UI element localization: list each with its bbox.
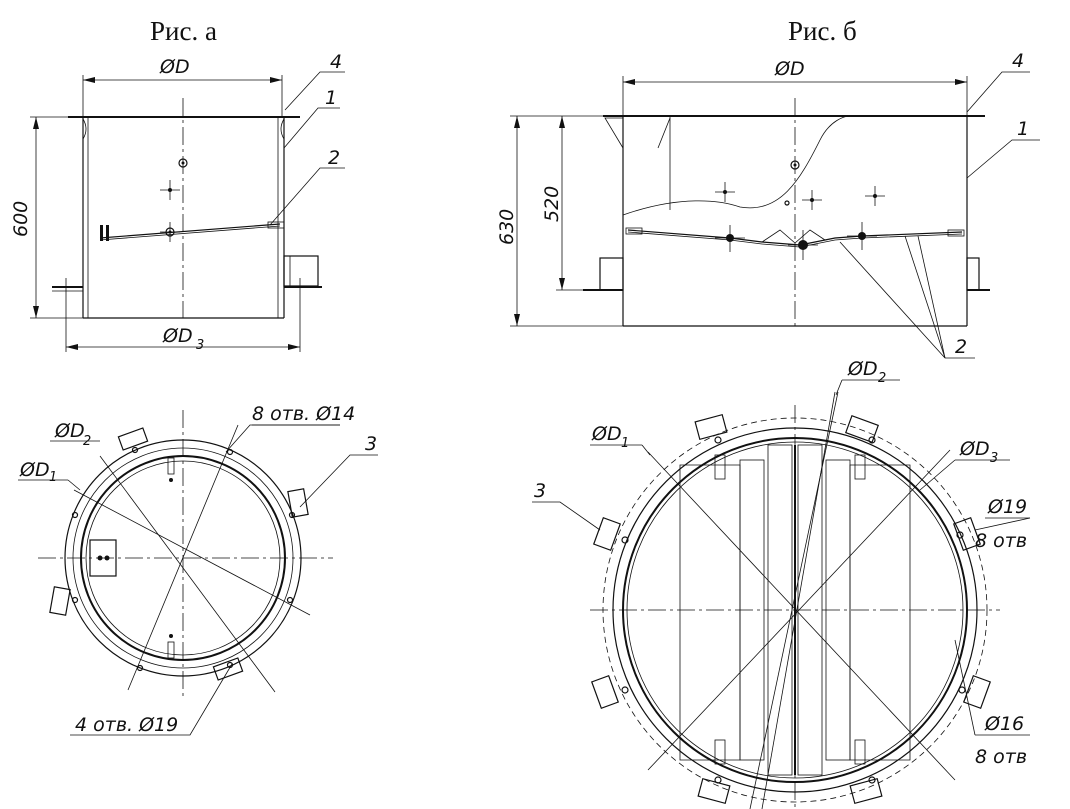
fig-a-plan-view: 8 отв. Ø14 3 ØD 2 ØD 1 4 отв. Ø19	[18, 403, 378, 736]
fig-b-plan-view: ØD 2 ØD 1 3 ØD 3 Ø19 8 отв Ø16 8 отв	[532, 358, 1031, 809]
fig-a-callout-2: 2	[328, 147, 340, 169]
fig-b-title: Рис. б	[788, 16, 857, 46]
fig-b-d3: ØD	[959, 438, 990, 460]
fig-b-dim-d: ØD	[774, 58, 805, 80]
svg-text:1: 1	[49, 470, 57, 485]
fig-a-d2: ØD	[54, 420, 85, 442]
svg-text:2: 2	[83, 434, 91, 449]
fig-b-d2: ØD	[847, 358, 878, 380]
fig-a-dim-d3: ØD	[162, 325, 193, 347]
fig-b-callout-1: 1	[1017, 118, 1029, 140]
fig-b-callout-3: 3	[534, 480, 546, 502]
fig-b-d1: ØD	[591, 423, 622, 445]
fig-a-side-view: ØD 600	[10, 51, 345, 353]
svg-text:3: 3	[196, 338, 204, 353]
fig-a-title: Рис. а	[150, 16, 217, 46]
svg-text:2: 2	[878, 371, 886, 386]
fig-b-d16: Ø16	[984, 713, 1024, 735]
svg-text:3: 3	[990, 451, 998, 466]
fig-b-d19: Ø19	[987, 496, 1027, 518]
fig-a-holes-8: 8 отв. Ø14	[252, 403, 355, 425]
fig-b-dim-520: 520	[541, 186, 563, 222]
fig-a-d1: ØD	[19, 459, 50, 481]
fig-b-side-view: ØD 630 520	[496, 50, 1040, 359]
svg-text:1: 1	[621, 436, 629, 451]
fig-b-d19-count: 8 отв	[975, 530, 1027, 552]
fig-a-dim-600: 600	[10, 201, 32, 237]
fig-a-holes-4: 4 отв. Ø19	[75, 714, 178, 736]
fig-b-d16-count: 8 отв	[975, 746, 1027, 768]
fig-a-callout-3: 3	[365, 433, 377, 455]
fig-b-callout-4: 4	[1012, 50, 1024, 72]
fig-a-callout-4: 4	[330, 51, 342, 73]
fig-b-dim-630: 630	[496, 209, 518, 245]
fig-a-callout-1: 1	[325, 87, 337, 109]
fig-b-callout-2: 2	[955, 336, 967, 358]
fig-a-dim-d: ØD	[159, 56, 190, 78]
